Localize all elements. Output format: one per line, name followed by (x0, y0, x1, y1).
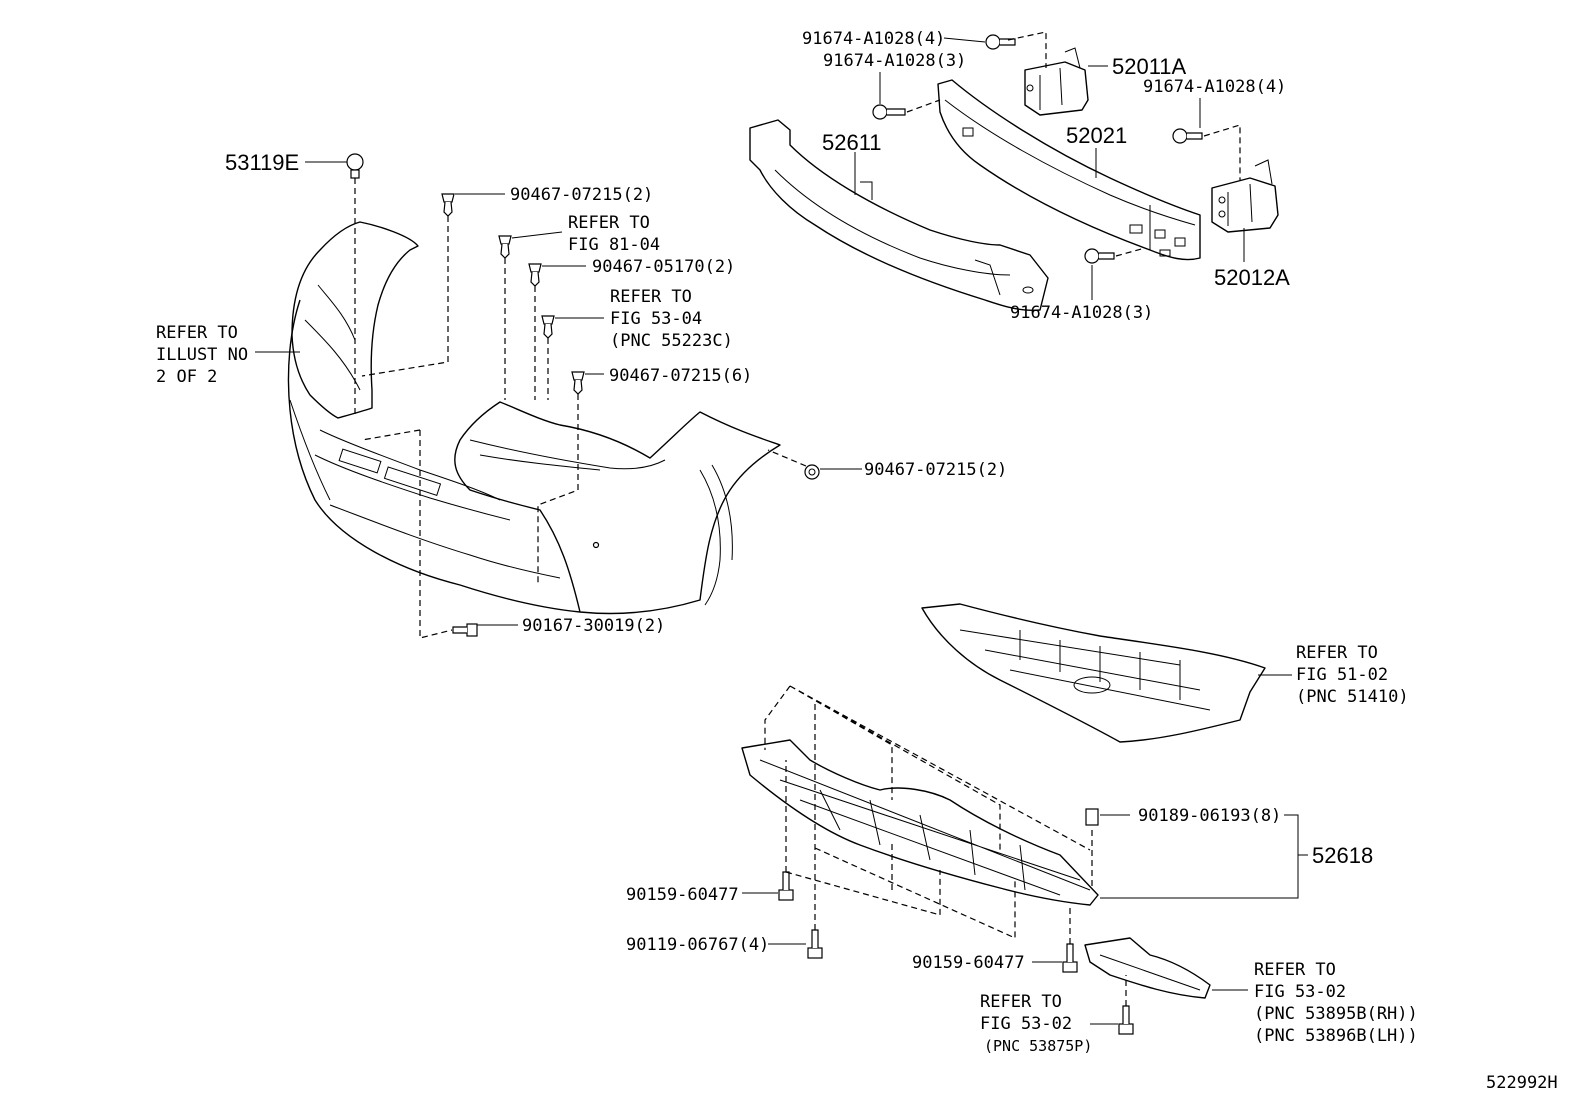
screw-90159-60477-b (1062, 943, 1078, 973)
bracket-52012a (1211, 159, 1279, 233)
label-refer-fig5102-line3: (PNC 51410) (1296, 687, 1409, 707)
label-refer-illust-line2: ILLUST NO (156, 345, 248, 365)
bolt-91674-a1028-4b (1172, 128, 1203, 144)
label-90467-07215-2a: 90467-07215(2) (510, 185, 653, 205)
label-refer-fig8104-line1: REFER TO (568, 213, 650, 233)
clip-90467-07215-6 (571, 371, 585, 395)
label-52611: 52611 (822, 130, 882, 155)
assembly-lines (354, 31, 1241, 1006)
clip-90467-07215-b (804, 464, 820, 480)
label-refer-fig5304-line3: (PNC 55223C) (610, 331, 733, 351)
callouts: 53119E 90467-07215(2) REFER TO FIG 81-04… (156, 29, 1558, 1093)
bracket-52011a (1024, 47, 1089, 116)
front-bumper-cover (287, 221, 781, 615)
label-refer-illust-line1: REFER TO (156, 323, 238, 343)
clip-90467-07215-a (441, 193, 455, 217)
label-refer-fig5302b-line3: (PNC 53875P) (984, 1037, 1092, 1055)
label-53119e: 53119E (225, 150, 299, 175)
label-90159-60477-b: 90159-60477 (912, 953, 1025, 973)
label-90167-30019-2: 90167-30019(2) (522, 616, 665, 636)
label-90159-60477-a: 90159-60477 (626, 885, 739, 905)
bumper-energy-absorber-52611 (749, 119, 1049, 312)
clip-90189-06193 (1085, 808, 1099, 826)
label-refer-fig5304-line2: FIG 53-04 (610, 309, 702, 329)
label-90119-06767-4: 90119-06767(4) (626, 935, 769, 955)
label-refer-fig8104-line2: FIG 81-04 (568, 235, 660, 255)
splash-shield (1084, 937, 1211, 999)
label-91674-a1028-3b: 91674-A1028(3) (1010, 303, 1153, 323)
screw-90119-06767 (807, 929, 823, 959)
clip-fig5304 (541, 315, 555, 339)
bolt-91674-a1028-3b (1084, 248, 1115, 264)
label-refer-fig5102-line2: FIG 51-02 (1296, 665, 1388, 685)
label-refer-fig5302b-line1: REFER TO (980, 992, 1062, 1012)
clip-fig8104 (498, 235, 512, 259)
clip-90467-05170 (528, 263, 542, 287)
label-52012a: 52012A (1214, 265, 1290, 290)
label-refer-fig5302-line4: (PNC 53896B(LH)) (1254, 1026, 1418, 1046)
engine-under-cover (921, 603, 1266, 743)
label-refer-fig5102-line1: REFER TO (1296, 643, 1378, 663)
label-refer-fig5304-line1: REFER TO (610, 287, 692, 307)
screw-90167-30019 (452, 623, 478, 637)
label-90467-07215-6: 90467-07215(6) (609, 366, 752, 386)
fasteners (346, 34, 1203, 1035)
clip-53119e (346, 153, 364, 179)
front-bumper-lower-cover-52618 (741, 739, 1099, 906)
label-52011a: 52011A (1112, 54, 1187, 79)
bolt-91674-a1028-4a (985, 34, 1016, 50)
label-52618: 52618 (1312, 843, 1373, 868)
label-90189-06193-8: 90189-06193(8) (1138, 806, 1281, 826)
label-refer-fig5302-line3: (PNC 53895B(RH)) (1254, 1004, 1418, 1024)
label-90467-05170-2: 90467-05170(2) (592, 257, 735, 277)
label-52021: 52021 (1066, 123, 1127, 148)
screw-90159-60477-a (778, 871, 794, 901)
screw-fig5302-p (1118, 1005, 1134, 1035)
label-91674-a1028-4b: 91674-A1028(4) (1143, 77, 1286, 97)
label-90467-07215-2b: 90467-07215(2) (864, 460, 1007, 480)
label-refer-fig5302-line2: FIG 53-02 (1254, 982, 1346, 1002)
label-91674-a1028-4a: 91674-A1028(4) (802, 29, 945, 49)
bolt-91674-a1028-3a (872, 104, 906, 120)
label-refer-fig5302b-line2: FIG 53-02 (980, 1014, 1072, 1034)
label-refer-illust-line3: 2 OF 2 (156, 367, 217, 387)
bumper-reinforcement-52021 (937, 79, 1201, 261)
label-refer-fig5302-line1: REFER TO (1254, 960, 1336, 980)
diagram-id: 522992H (1486, 1073, 1558, 1093)
leader-lines (255, 37, 1308, 1025)
label-91674-a1028-3a: 91674-A1028(3) (823, 51, 966, 71)
